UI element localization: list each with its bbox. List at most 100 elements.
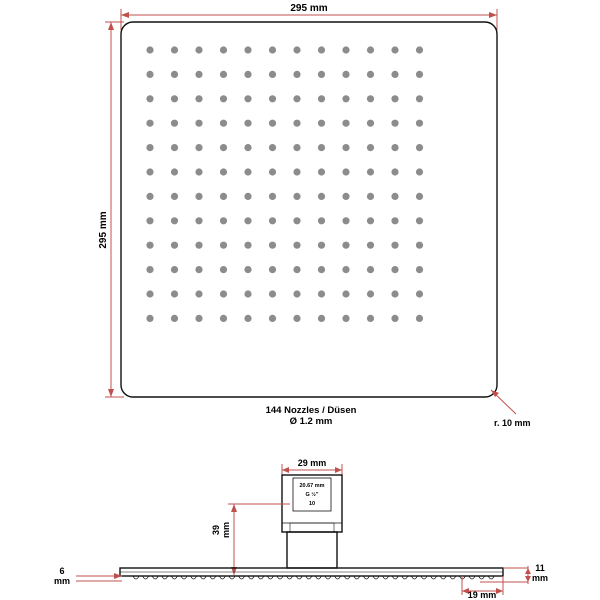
- nozzle-dot: [146, 46, 154, 54]
- nozzle-dot: [146, 314, 154, 322]
- nozzle-dot: [170, 46, 179, 54]
- nozzle-dot: [342, 46, 350, 54]
- nozzle-dot: [391, 266, 399, 274]
- nozzle-bump: [478, 575, 485, 580]
- nozzle-dot: [146, 290, 154, 298]
- nozzle-dot: [317, 168, 326, 176]
- nozzle-dot: [146, 144, 154, 152]
- nozzle-grid: [146, 46, 424, 322]
- nozzle-bump-row: [132, 575, 495, 580]
- nozzle-dot: [342, 266, 350, 274]
- nozzle-dot: [415, 241, 424, 249]
- nozzle-dot: [195, 144, 203, 152]
- nozzle-dot: [244, 119, 252, 127]
- nozzle-dot: [244, 144, 252, 152]
- nozzle-dot: [293, 314, 301, 322]
- nozzle-dot: [342, 144, 350, 152]
- nozzle-bump: [295, 575, 303, 580]
- nozzle-dot: [415, 95, 424, 103]
- nozzle-dot: [415, 290, 424, 298]
- nozzle-dot: [219, 217, 228, 225]
- nozzle-bump: [238, 575, 245, 580]
- nozzle-dot: [170, 144, 179, 152]
- nozzle-dot: [366, 168, 375, 176]
- nozzle-dot: [391, 95, 399, 103]
- nozzle-dot: [170, 241, 179, 249]
- nozzle-bump: [247, 575, 255, 580]
- nozzle-bump: [151, 575, 159, 580]
- nozzle-bump: [209, 575, 217, 580]
- arrowhead: [496, 588, 503, 594]
- nozzle-dot: [366, 144, 375, 152]
- nozzle-dot: [195, 70, 203, 78]
- nozzle-bump: [382, 575, 389, 580]
- nozzle-dot: [244, 290, 252, 298]
- nozzle-dot: [293, 70, 301, 78]
- arrowhead: [231, 504, 237, 512]
- height-label: 295 mm: [98, 211, 109, 248]
- thread-size-label: 20.67 mm: [299, 483, 324, 489]
- nozzle-dot: [415, 46, 424, 54]
- edge-label: 19 mm: [468, 590, 497, 600]
- nozzle-dot: [146, 95, 154, 103]
- nozzle-bump: [430, 575, 437, 580]
- nozzle-dot: [268, 266, 277, 274]
- nozzle-dot: [170, 70, 179, 78]
- nozzle-dot: [268, 70, 277, 78]
- connector-width-label: 29 mm: [298, 458, 327, 468]
- nozzle-dot: [244, 70, 252, 78]
- nozzle-bump: [315, 575, 322, 580]
- nozzle-dot: [391, 217, 399, 225]
- arrowhead: [121, 12, 129, 18]
- nozzle-dot: [415, 266, 424, 274]
- nozzle-dot: [366, 217, 375, 225]
- arrowhead: [108, 22, 114, 30]
- nozzle-dot: [268, 241, 277, 249]
- nozzle-dot: [391, 192, 399, 200]
- nozzle-dot: [219, 119, 228, 127]
- arrowhead: [462, 588, 469, 594]
- nozzle-dot: [391, 241, 399, 249]
- nozzle-dot: [342, 314, 350, 322]
- left-thickness-unit: mm: [54, 576, 70, 586]
- nozzle-dot: [293, 217, 301, 225]
- nozzle-dot: [317, 290, 326, 298]
- thread-section: [292, 477, 332, 512]
- nozzle-dot: [415, 70, 424, 78]
- nozzle-dot: [244, 241, 252, 249]
- nozzle-dot: [195, 168, 203, 176]
- nozzle-dot: [170, 290, 179, 298]
- nozzle-dot: [366, 95, 375, 103]
- nozzle-dot: [293, 266, 301, 274]
- nozzle-dot: [268, 144, 277, 152]
- nozzle-dot: [342, 290, 350, 298]
- nozzle-dot: [146, 241, 154, 249]
- connector-neck: [286, 531, 338, 569]
- nozzle-bump: [324, 575, 332, 580]
- nozzle-dot: [170, 95, 179, 103]
- nozzle-dot: [146, 119, 154, 127]
- nozzle-dot: [219, 241, 228, 249]
- nozzle-dot: [366, 70, 375, 78]
- arrowhead: [231, 567, 237, 575]
- arrowhead: [114, 573, 122, 579]
- nozzle-dot: [146, 70, 154, 78]
- nozzle-dot: [268, 119, 277, 127]
- nozzle-dot: [293, 46, 301, 54]
- nozzle-dot: [146, 192, 154, 200]
- nozzle-dot: [391, 290, 399, 298]
- nozzle-dot: [415, 168, 424, 176]
- nozzle-dot: [195, 192, 203, 200]
- nozzles-label: 144 Nozzles / Düsen: [266, 405, 357, 416]
- nozzle-bump: [353, 575, 361, 580]
- nozzle-bump: [372, 575, 380, 580]
- height-value: 39: [211, 525, 221, 535]
- side-view: 29 mm 20.67 mm G ½" 10 39 mm 6 mm: [54, 458, 548, 600]
- nozzle-bump: [363, 575, 370, 580]
- nozzle-dot: [391, 168, 399, 176]
- nozzle-dot: [170, 168, 179, 176]
- nozzle-bump: [171, 575, 178, 580]
- nozzle-dot: [366, 46, 375, 54]
- nozzle-dot: [366, 241, 375, 249]
